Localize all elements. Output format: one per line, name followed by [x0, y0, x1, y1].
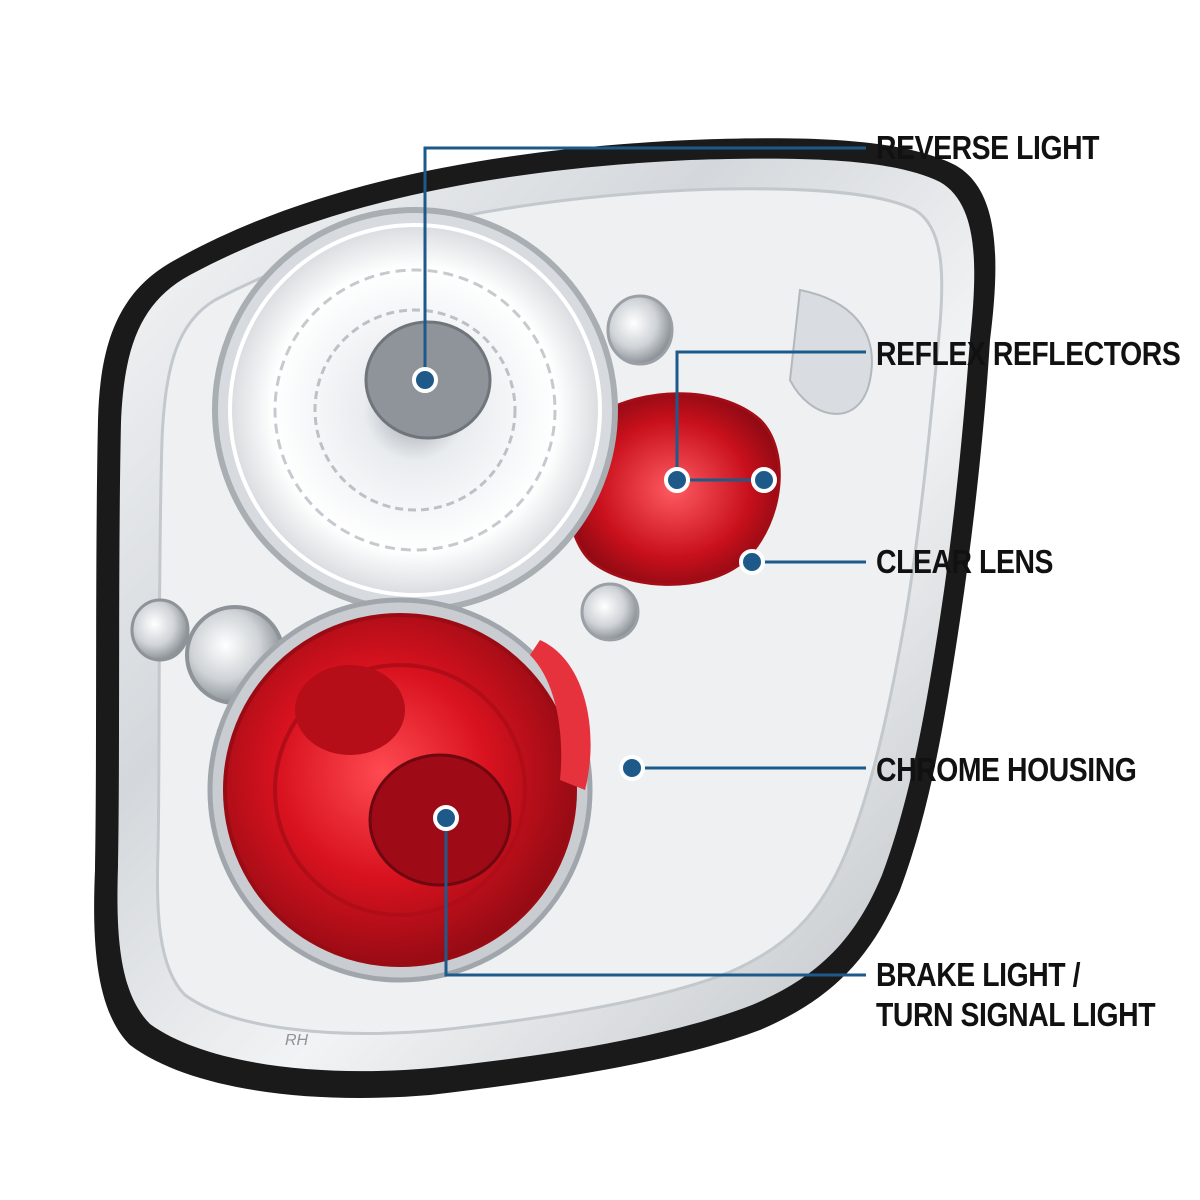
marker-dot-reverse-light	[412, 367, 438, 393]
chrome-detail	[130, 598, 190, 662]
leader-lines	[423, 146, 866, 977]
label-reverse-light: REVERSE LIGHT	[876, 129, 1100, 166]
leader-line-brake-light	[444, 818, 866, 977]
leader-line-reverse-light	[423, 146, 866, 380]
brake-light-ring	[273, 663, 527, 917]
marker-dot-reflex-reflector-left	[664, 467, 690, 493]
reverse-light-ring	[273, 268, 557, 552]
label-chrome-housing: CHROME HOUSING	[876, 751, 1137, 788]
chrome-detail	[606, 294, 674, 366]
housing-marking: RH	[285, 1032, 309, 1049]
label-brake-light-line2: TURN SIGNAL LIGHT	[876, 996, 1156, 1033]
marker-dot-brake-light	[433, 805, 459, 831]
brake-light-side	[530, 640, 591, 790]
label-clear-lens: CLEAR LENS	[876, 543, 1054, 580]
label-brake-light-line1: BRAKE LIGHT /	[876, 956, 1081, 993]
marker-dot-chrome-housing	[619, 755, 645, 781]
brake-light-center	[295, 665, 405, 755]
marker-dot-reflex-reflector-right	[751, 467, 777, 493]
label-reflex-reflectors: REFLEX REFLECTORS	[876, 335, 1181, 372]
leader-line-reflex-reflectors	[675, 350, 866, 480]
marker-dots	[412, 367, 777, 831]
reverse-light-ring	[313, 308, 517, 512]
marker-dot-clear-lens	[739, 549, 765, 575]
chrome-detail	[580, 582, 640, 642]
